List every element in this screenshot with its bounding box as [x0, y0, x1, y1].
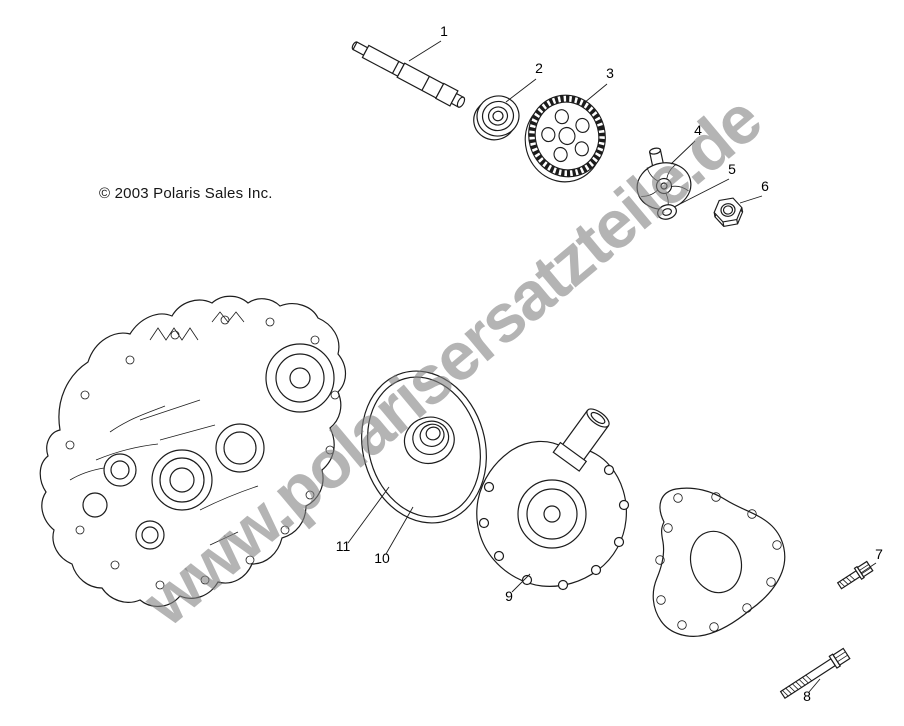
part-bolt-short [836, 560, 874, 590]
pump-gasket [652, 487, 786, 637]
callout-label-5: 5 [728, 161, 736, 177]
copyright-text: © 2003 Polaris Sales Inc. [99, 185, 273, 202]
pump-outlet-tube [552, 408, 610, 472]
callout-label-2: 2 [535, 60, 543, 76]
part-gear [524, 94, 606, 183]
part-washer [657, 204, 677, 220]
callout-label-3: 3 [606, 65, 614, 81]
part-drive-plate [361, 370, 487, 524]
callout-label-1: 1 [440, 23, 448, 39]
case-ribs [69, 311, 259, 546]
part-impeller [636, 147, 692, 212]
callout-label-10: 10 [374, 550, 390, 566]
engine-crankcase [39, 295, 347, 607]
part-pump-housing [476, 408, 630, 591]
gasket-bolt-holes [655, 492, 782, 632]
part-bolt-long [779, 647, 851, 700]
callout-label-7: 7 [875, 546, 883, 562]
callout-label-11: 11 [336, 538, 351, 554]
part-bearing [473, 95, 520, 141]
part-nut [713, 197, 744, 227]
part-shaft [351, 41, 466, 108]
callout-label-6: 6 [761, 178, 769, 194]
callout-label-9: 9 [505, 588, 513, 604]
callout-label-8: 8 [803, 688, 811, 704]
pump-bolt-holes [478, 464, 630, 591]
leader-lines [347, 40, 877, 693]
callout-label-4: 4 [694, 122, 702, 138]
callout-labels: 1 2 3 4 5 6 7 8 9 10 11 [336, 23, 883, 704]
